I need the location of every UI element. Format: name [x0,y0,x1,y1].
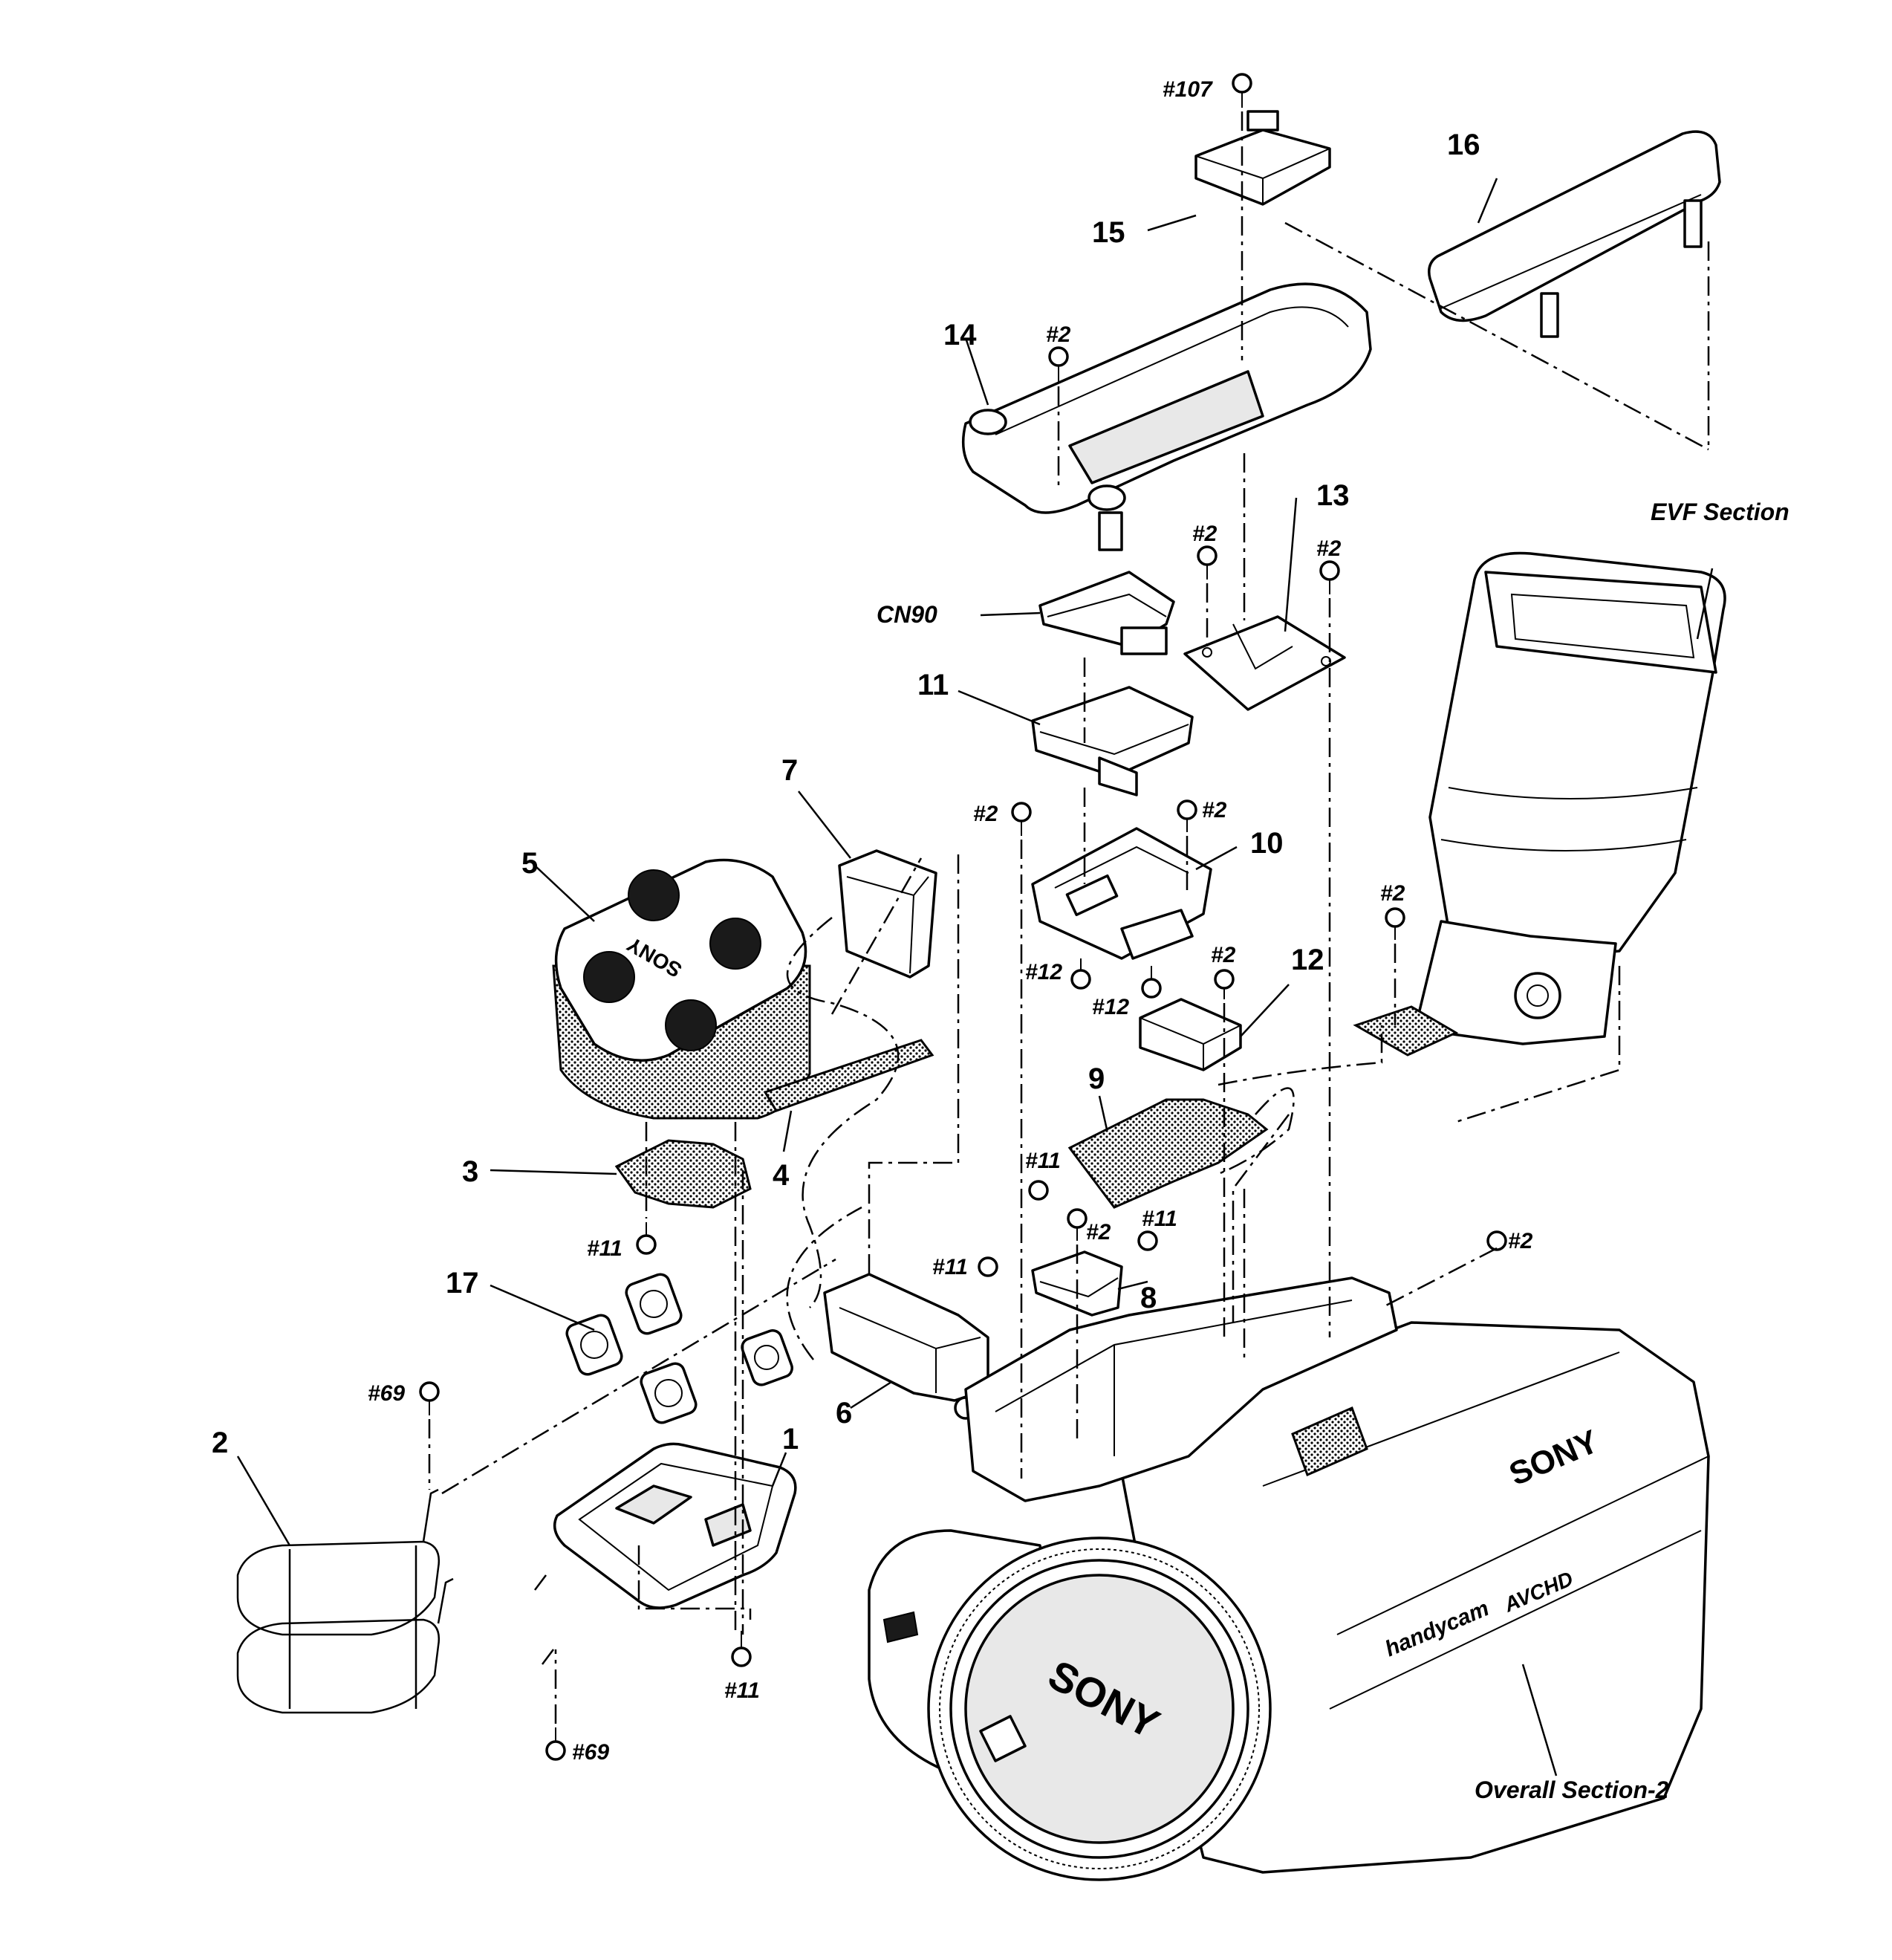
label-part-13: 13 [1316,479,1350,512]
label-part-9: 9 [1088,1062,1105,1095]
camera-body: SONY SONY handycam AVCHD [868,1276,1710,1881]
screw-12-a [1070,958,1091,990]
label-screw-107: #107 [1163,77,1213,102]
screw-11-d [978,1256,998,1277]
evf-section [1353,551,1726,1057]
leader-lines [236,178,1714,1776]
screw-11-a [636,1222,657,1255]
screw-12-b [1141,966,1162,999]
label-part-5: 5 [521,847,538,880]
screw-11-e [731,1631,752,1667]
label-screw-2-b: #2 [1192,522,1218,546]
label-part-8: 8 [1140,1282,1157,1314]
label-screw-2-c: #2 [1316,536,1342,561]
label-part-16: 16 [1447,129,1480,161]
label-screw-11-a: #11 [1025,1149,1061,1173]
label-evf-section: EVF Section [1651,499,1789,525]
screw-labels: #107 #2 #2 #2 #2 #2 #2 #2 #2 #2 #11 #11 … [368,77,1533,1765]
label-screw-2-e: #2 [1202,798,1227,822]
label-part-2: 2 [212,1427,228,1459]
screw-2-i [1486,1230,1507,1251]
label-screw-11-d: #11 [587,1236,622,1261]
label-screw-11-e: #11 [724,1678,760,1703]
label-part-3: 3 [462,1155,478,1188]
screw-11-c [1137,1230,1158,1251]
label-cn90: CN90 [877,601,937,628]
label-screw-11-b: #11 [1142,1207,1177,1231]
part-16-cover [1428,130,1721,338]
screw-2-h [1067,1208,1088,1241]
label-screw-11-c: #11 [932,1255,968,1279]
screw-2-g [1214,969,1235,999]
screw-69-a [419,1381,440,1415]
label-part-15: 15 [1092,216,1125,249]
part-7-housing [838,849,937,979]
part-3-circuit-board [614,1139,752,1209]
screw-2-c [1319,560,1340,594]
section-labels: EVF Section Overall Section-2 CN90 [877,499,1789,1803]
label-screw-2-d: #2 [973,802,998,826]
label-part-4: 4 [773,1159,790,1192]
label-screw-2-f: #2 [1380,881,1405,906]
label-screw-2-a: #2 [1046,322,1071,347]
screw-2-f [1385,907,1405,940]
label-screw-12-a: #12 [1025,960,1062,984]
part-cn90-connector [1038,571,1175,655]
part-5-microphone: SONY [552,858,811,1120]
label-part-11: 11 [917,669,949,701]
part-14-handle-base [961,282,1372,551]
screw-69-b [545,1727,566,1761]
screw-11-b [1028,1180,1049,1201]
part-17-mounts [565,1273,793,1424]
part-13-plate [1183,615,1346,711]
assembly-lines [428,111,1710,1724]
part-labels: 16 15 14 13 11 7 10 5 12 9 3 4 17 8 6 1 … [212,129,1480,1459]
part-15-bracket [1194,110,1331,206]
label-screw-69-b: #69 [572,1740,609,1765]
part-1-base-plate [553,1442,797,1609]
label-part-6: 6 [836,1397,852,1430]
label-part-10: 10 [1250,827,1284,860]
screws [419,73,1507,1761]
screw-107 [1232,73,1252,108]
label-part-1: 1 [782,1423,799,1456]
part-10-mount-plate [1031,827,1212,960]
label-part-14: 14 [943,319,977,351]
part-9-circuit-board [1067,1098,1269,1209]
part-11-shoe-bracket [1031,686,1194,796]
label-part-17: 17 [446,1267,479,1299]
screw-2-b [1197,545,1218,580]
label-part-12: 12 [1291,944,1324,976]
label-screw-12-b: #12 [1092,995,1129,1019]
part-4-flex-cable [763,1039,934,1112]
screw-2-d [1011,802,1032,836]
part-2-wire-frame [236,1488,554,1714]
label-screw-2-h: #2 [1086,1220,1111,1245]
label-screw-69-a: #69 [368,1381,405,1406]
label-screw-2-g: #2 [1211,943,1236,967]
label-part-7: 7 [781,754,798,787]
label-screw-2-i: #2 [1508,1229,1533,1253]
screw-2-a [1048,346,1069,383]
part-12-block [1139,998,1242,1071]
label-overall-section-2: Overall Section-2 [1475,1776,1669,1803]
screw-2-e [1177,799,1197,832]
